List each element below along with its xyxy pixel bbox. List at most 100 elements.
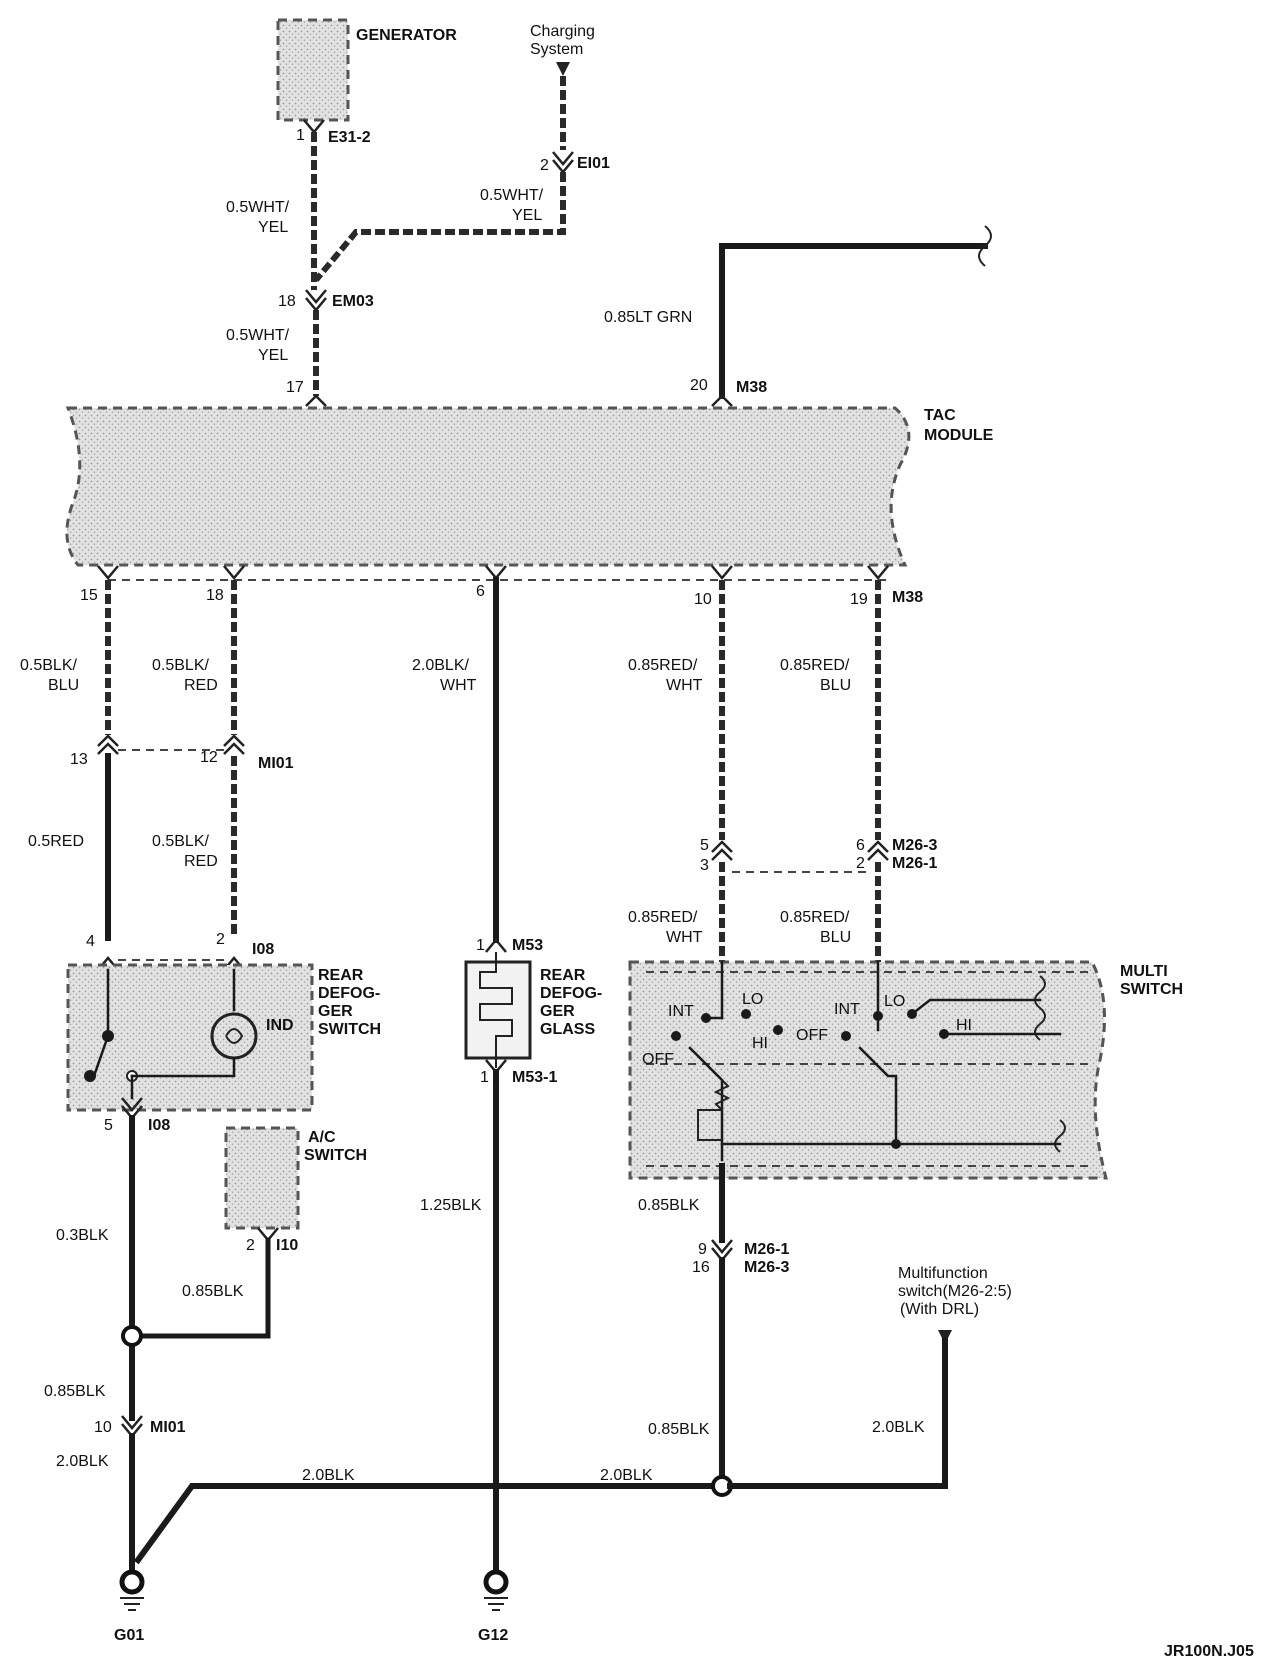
generator: GENERATOR 1 E31-2	[276, 18, 457, 146]
ground-symbol-icon	[120, 1597, 144, 1611]
switch-wire	[910, 998, 1062, 1036]
switch-node	[84, 1070, 96, 1082]
pin-label: 6	[476, 583, 485, 600]
rear-defogger-glass-label-4: GLASS	[540, 1021, 595, 1038]
int-contact	[873, 1011, 883, 1021]
pin-label: 2	[856, 855, 865, 872]
pin-label: 1	[296, 127, 305, 144]
connector-pin17-icon	[305, 394, 327, 407]
lo-contact	[741, 1009, 751, 1019]
pin-label: 19	[850, 591, 868, 608]
connector-pin15-icon	[97, 565, 119, 580]
connector-i08-label: I08	[252, 941, 274, 958]
lo-label: LO	[742, 991, 763, 1008]
multi-switch: MULTI SWITCH INT LO HI OFF INT LO HI OFF	[628, 960, 1183, 1180]
pin-label: 18	[206, 587, 224, 604]
wire-label: 0.85RED/	[628, 909, 698, 926]
connector-pin20-icon	[711, 394, 733, 407]
hi-label: HI	[752, 1035, 768, 1052]
ground-g01: G01	[114, 1569, 145, 1644]
connector-pin18-icon	[223, 565, 245, 580]
wire-label: 0.5BLK/	[20, 657, 77, 674]
wire-label: 2.0BLK	[872, 1419, 925, 1436]
ac-switch-label-2: SWITCH	[304, 1147, 367, 1164]
wire-ei01-em03	[313, 172, 566, 282]
wire-break-icon	[1034, 975, 1046, 1041]
rear-defogger-switch-label-1: REAR	[318, 967, 364, 984]
wire-label: 0.3BLK	[56, 1227, 109, 1244]
resistor-icon	[713, 1079, 731, 1111]
connector-pin19-icon	[867, 565, 889, 580]
connector-e31-2-label: E31-2	[328, 129, 371, 146]
rear-defogger-glass-label-1: REAR	[540, 967, 586, 984]
pin-label: 1	[476, 937, 485, 954]
ground-g12-icon	[483, 1569, 509, 1595]
connector-mi01-label: MI01	[150, 1419, 186, 1436]
wire-label: 0.85BLK	[638, 1197, 700, 1214]
wire-label: YEL	[258, 219, 288, 236]
rear-defogger-switch-label-2: DEFOG-	[318, 985, 380, 1002]
off-contact	[671, 1031, 681, 1041]
wire-lt-grn	[719, 243, 988, 399]
connector-i08-label: I08	[148, 1117, 170, 1134]
switch-wire	[130, 1056, 236, 1078]
wire-break-icon	[978, 225, 992, 267]
connector-m38-label: M38	[736, 379, 767, 396]
connector-ei01-icon	[552, 151, 574, 174]
ground-g12: G12	[478, 1569, 509, 1644]
wire-label: RED	[184, 677, 218, 694]
wire-label: 0.85BLK	[648, 1421, 710, 1438]
charging-system-label-1: Charging	[530, 23, 595, 40]
connector-m53-1-label: M53-1	[512, 1069, 557, 1086]
connector-mi01-a-icon	[97, 734, 119, 755]
wire-label: BLU	[820, 929, 851, 946]
pin-label: 5	[700, 837, 709, 854]
diagram-code: JR100N.J05	[1164, 1643, 1254, 1660]
ground-g12-label: G12	[478, 1627, 508, 1644]
off-label: OFF	[642, 1051, 674, 1068]
hi-label: HI	[956, 1017, 972, 1034]
connector-e31-2-icon	[303, 119, 325, 134]
int-label: INT	[668, 1003, 694, 1020]
switch-node	[891, 1139, 901, 1149]
wire-label: RED	[184, 853, 218, 870]
switch-arm	[858, 1046, 898, 1146]
splice-icon	[121, 1325, 143, 1347]
connector-m38-label: M38	[892, 589, 923, 606]
connector-mi01-b-icon	[223, 734, 245, 755]
charging-system-label-2: System	[530, 41, 583, 58]
pin-label: 2	[246, 1237, 255, 1254]
switch-wire	[697, 1109, 722, 1141]
connector-ei01-label: EI01	[577, 155, 610, 172]
connector-pin6-icon	[485, 565, 507, 580]
ac-switch: A/C SWITCH 2 I10	[224, 1126, 367, 1254]
connector-m53-icon	[485, 938, 507, 953]
pin-label: 4	[86, 933, 95, 950]
rear-defogger-glass-box	[464, 960, 532, 1060]
heater-grid-icon	[479, 952, 513, 1068]
switch-node	[102, 1030, 114, 1042]
wire-label: 1.25BLK	[420, 1197, 482, 1214]
int-label: INT	[834, 1001, 860, 1018]
wire-label: 2.0BLK	[56, 1453, 109, 1470]
connector-em03-label: EM03	[332, 293, 374, 310]
tac-module: TAC MODULE	[65, 406, 994, 567]
wire-blk-20-mf	[727, 1337, 948, 1489]
wire-label: 0.5WHT/	[226, 199, 290, 216]
pin-label: 2	[216, 931, 225, 948]
ac-switch-box	[224, 1126, 300, 1230]
pin-label: 15	[80, 587, 98, 604]
ac-switch-label-1: A/C	[308, 1129, 336, 1146]
rear-defogger-switch: 4 2 I08 IND REAR DEFOG- GER SWITCH 5 I08	[66, 931, 381, 1134]
pin-label: 9	[698, 1241, 707, 1258]
generator-box	[276, 18, 350, 122]
tac-module-label-2: MODULE	[924, 427, 994, 444]
ground-symbol-icon	[484, 1597, 508, 1611]
wire-label: 0.5BLK/	[152, 833, 209, 850]
wire-label: WHT	[666, 929, 703, 946]
rear-defogger-glass: 1 M53 REAR DEFOG- GER GLASS 1 M53-1	[464, 937, 602, 1086]
multifunction-switch-label-3: (With DRL)	[900, 1301, 979, 1318]
multi-switch-box	[628, 960, 1108, 1180]
off-contact	[841, 1031, 851, 1041]
wire-label: WHT	[440, 677, 477, 694]
